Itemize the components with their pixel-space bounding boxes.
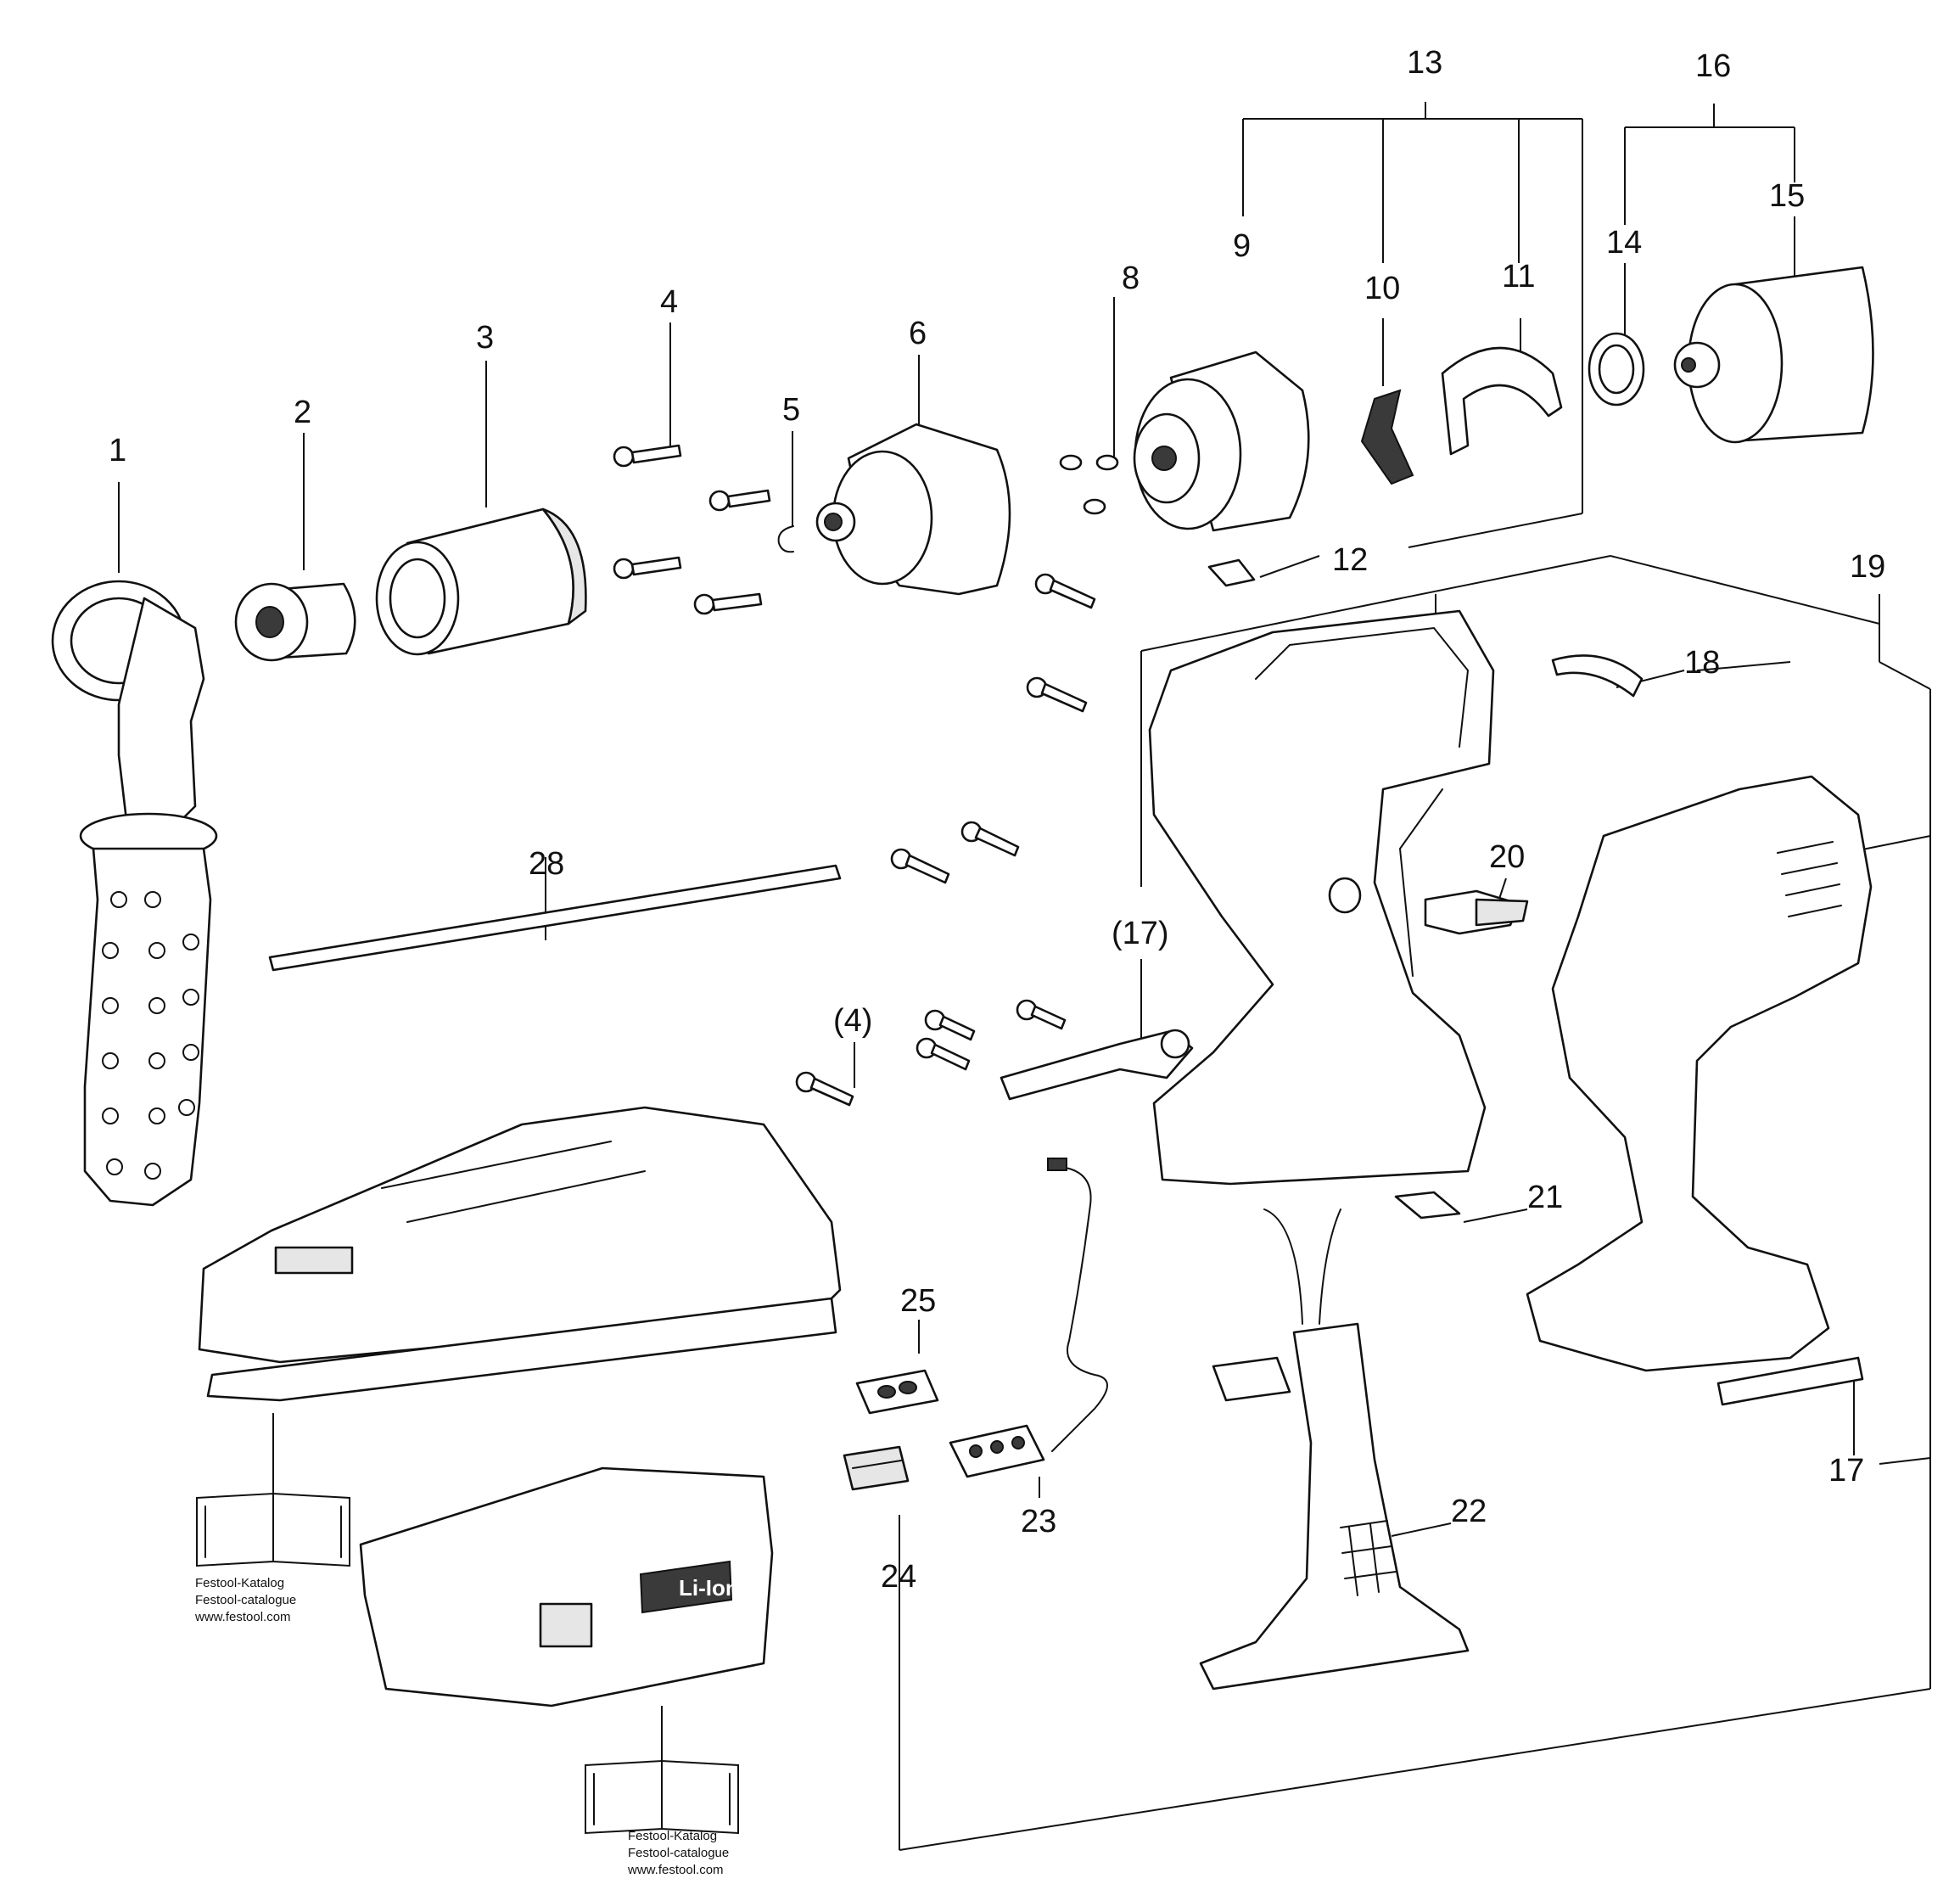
part-19-housing-shell	[1526, 775, 1873, 1372]
part-housing-half	[1148, 609, 1495, 1186]
leader-lines	[118, 102, 1931, 1851]
part-24-connector	[843, 1445, 910, 1491]
part-6-gearbox	[815, 423, 1011, 596]
label-22: 22	[1451, 1494, 1487, 1529]
label-21: 21	[1527, 1180, 1563, 1215]
battery-pack: Li-Ion	[359, 1466, 774, 1707]
part-17-cover-strip	[1716, 1356, 1864, 1406]
label-10: 10	[1364, 271, 1400, 306]
label-14: 14	[1606, 225, 1642, 261]
catalog-right-line3: www.festool.com	[627, 1863, 724, 1877]
part-22-electronics	[1199, 1208, 1470, 1691]
part-12-clip	[1207, 558, 1256, 587]
catalog-left-line2: Festool-catalogue	[195, 1593, 296, 1607]
label-4-ref: (4)	[833, 1003, 872, 1039]
part-3-collar	[375, 507, 587, 656]
label-3: 3	[476, 320, 494, 356]
label-17: 17	[1828, 1453, 1864, 1489]
part-17-lever	[1000, 1029, 1194, 1101]
label-23: 23	[1021, 1504, 1056, 1539]
catalog-right-line2: Festool-catalogue	[628, 1846, 729, 1860]
part-28-rod	[268, 864, 842, 972]
catalog-text-left: Festool-Katalog Festool-catalogue www.fe…	[194, 1576, 296, 1624]
catalog-left-line3: www.festool.com	[194, 1610, 291, 1624]
part-1-side-handle	[51, 580, 218, 1207]
label-17-ref: (17)	[1112, 916, 1169, 951]
label-4: 4	[660, 284, 678, 320]
label-8: 8	[1122, 261, 1140, 296]
part-15-motor	[1673, 266, 1874, 444]
part-18-strip	[1551, 654, 1644, 698]
part-21-plate	[1394, 1191, 1461, 1220]
part-5-circlip	[777, 525, 794, 553]
part-9-gear-unit	[1133, 350, 1310, 532]
part-14-ring	[1588, 332, 1645, 407]
charger-unit	[198, 1106, 842, 1402]
label-13: 13	[1407, 45, 1442, 81]
part-20-switch	[1424, 889, 1529, 935]
label-24: 24	[881, 1559, 916, 1595]
catalog-icon-left	[196, 1492, 350, 1567]
label-15: 15	[1769, 178, 1805, 214]
label-18: 18	[1684, 645, 1720, 681]
part-8-pins	[1059, 454, 1119, 515]
label-11: 11	[1502, 259, 1535, 294]
label-16: 16	[1695, 48, 1731, 84]
part-4-screws	[613, 444, 1096, 1107]
catalog-text-right: Festool-Katalog Festool-catalogue www.fe…	[627, 1829, 729, 1877]
label-19: 19	[1850, 549, 1885, 585]
catalog-icon-right	[585, 1759, 739, 1835]
part-2-chuck	[234, 582, 356, 662]
label-5: 5	[782, 392, 800, 428]
battery-label: Li-Ion	[679, 1575, 739, 1601]
label-20: 20	[1489, 839, 1525, 875]
part-23-cable	[949, 1158, 1108, 1478]
part-25-connector	[855, 1369, 939, 1415]
part-11-arc	[1441, 346, 1563, 456]
label-28: 28	[529, 846, 564, 882]
catalog-left-line1: Festool-Katalog	[195, 1576, 284, 1590]
part-labels: 1 2 3 4 5 6 8 9 10 11 12 13 14 15 16 17 …	[109, 45, 1885, 1595]
label-25: 25	[900, 1283, 936, 1319]
catalog-right-line1: Festool-Katalog	[628, 1829, 717, 1843]
label-2: 2	[294, 395, 311, 430]
part-10-lever	[1360, 389, 1414, 485]
label-1: 1	[109, 433, 126, 468]
label-12: 12	[1332, 542, 1368, 578]
label-9: 9	[1233, 228, 1251, 264]
label-6: 6	[909, 316, 927, 351]
